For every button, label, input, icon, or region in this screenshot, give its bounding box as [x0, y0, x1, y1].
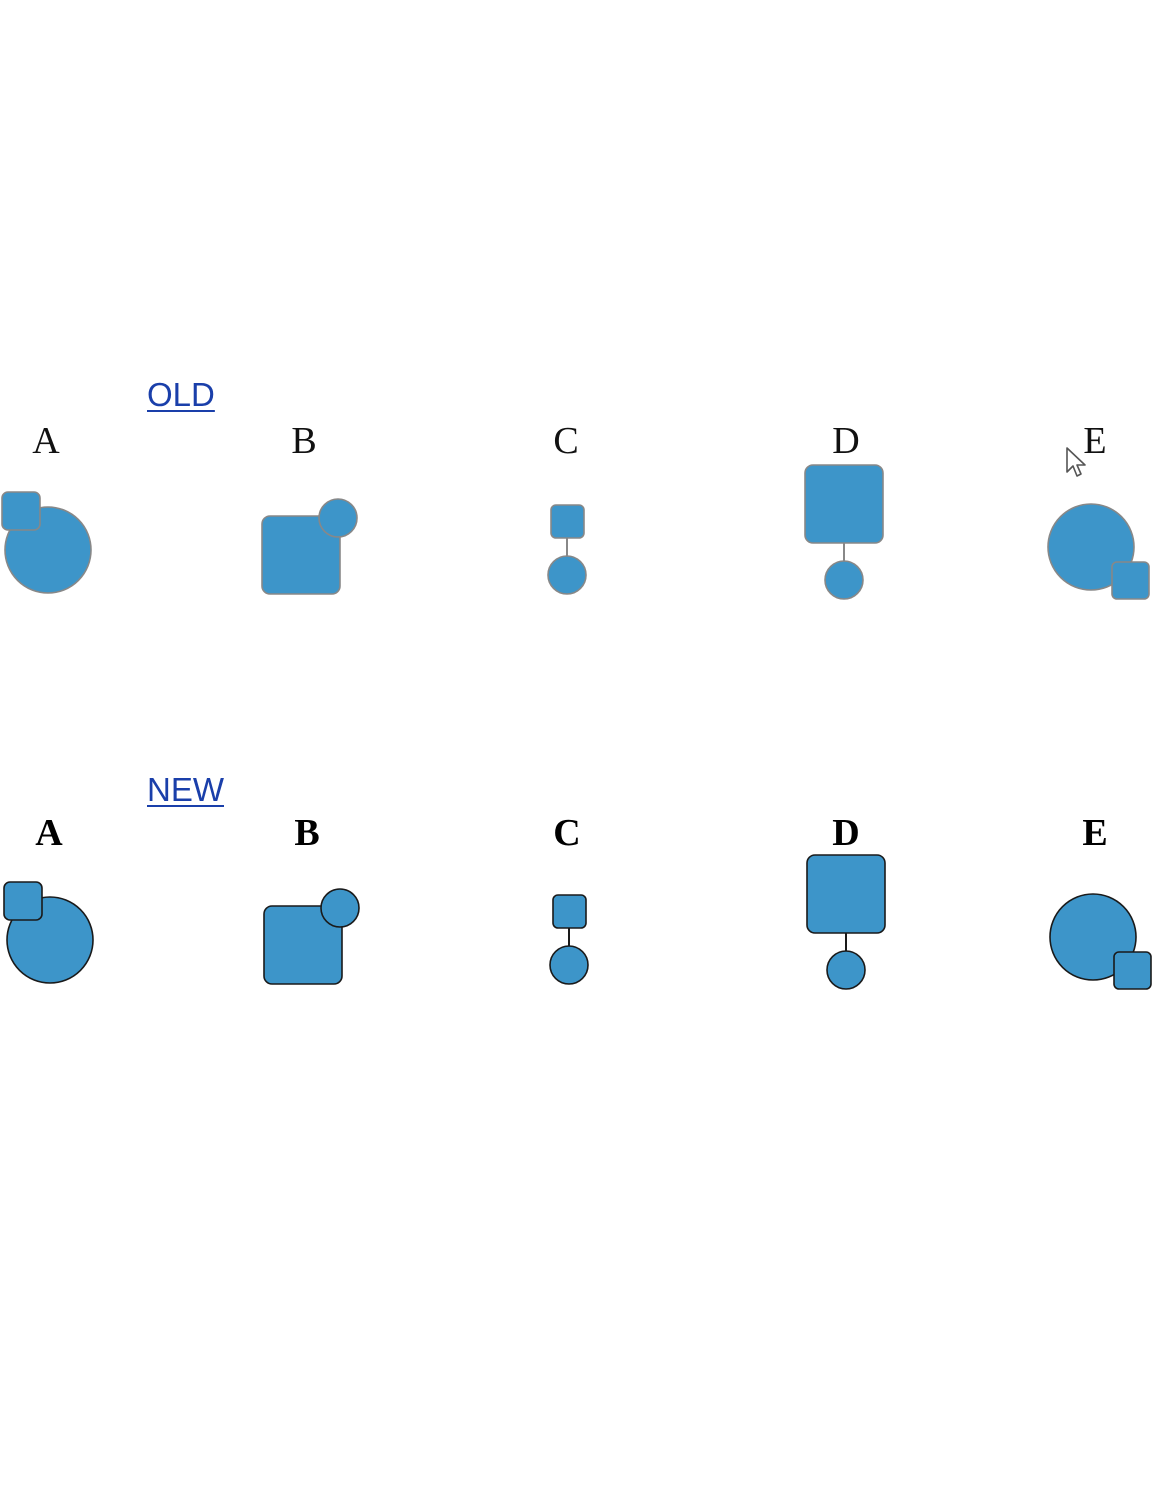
old-b-circle [318, 498, 358, 538]
old-label-b: B [291, 420, 317, 462]
new-c-square [552, 894, 587, 929]
old-label-a: A [32, 420, 60, 462]
mouse-pointer-icon [1066, 447, 1086, 477]
old-b-square [261, 515, 341, 595]
new-b-circle [320, 888, 360, 928]
new-label-e: E [1082, 812, 1108, 854]
new-b-square [263, 905, 343, 985]
new-e-square [1113, 951, 1152, 990]
old-d-square [804, 464, 884, 544]
old-c-circle [547, 555, 587, 595]
old-label-c: C [553, 420, 579, 462]
old-d-circle [824, 560, 864, 600]
old-label-e: E [1083, 420, 1107, 462]
new-label-b: B [294, 812, 320, 854]
new-c-circle [549, 945, 589, 985]
old-label-d: D [832, 420, 860, 462]
new-a-square [3, 881, 43, 921]
new-label-a: A [35, 812, 63, 854]
new-d-square [806, 854, 886, 934]
old-a-square [1, 491, 41, 531]
old-shapes [1, 464, 1150, 600]
new-label-d: D [832, 812, 860, 854]
old-e-square [1111, 561, 1150, 600]
new-shapes [3, 854, 1152, 990]
old-link[interactable]: OLD [147, 376, 215, 413]
new-d-circle [826, 950, 866, 990]
old-c-square [550, 504, 585, 539]
new-label-c: C [553, 812, 581, 854]
new-link[interactable]: NEW [147, 771, 224, 808]
